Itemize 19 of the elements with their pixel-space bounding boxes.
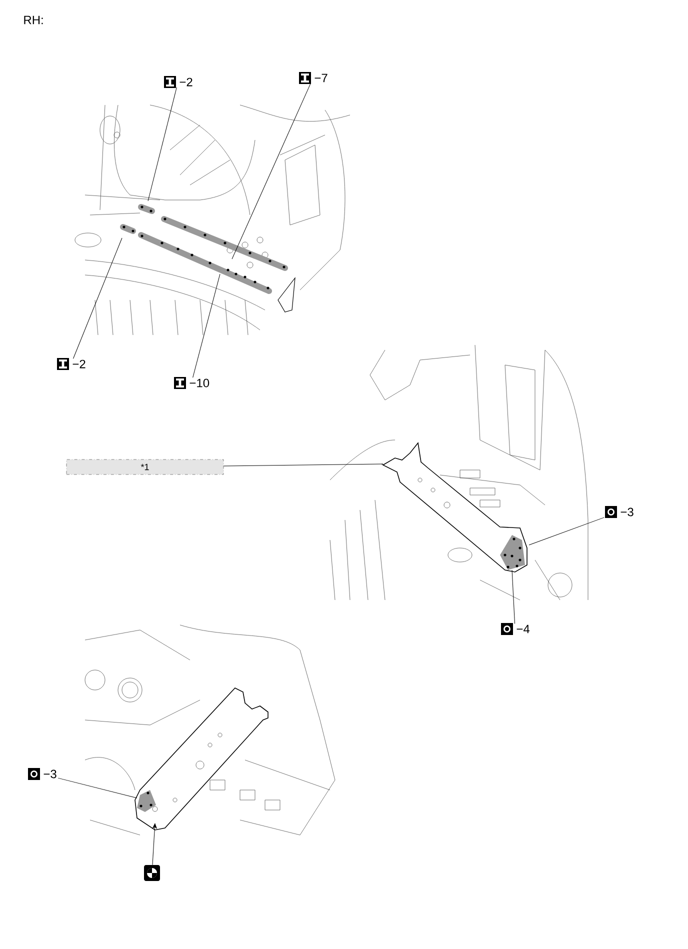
leader-line: [223, 464, 384, 466]
heading-label: RH:: [24, 16, 43, 24]
callout-number: −10: [190, 378, 210, 388]
note-box: *1: [66, 459, 224, 475]
leader-line: [148, 87, 177, 202]
leader-line: [192, 274, 220, 378]
leader-line: [72, 238, 122, 359]
callout-number: −3: [620, 508, 634, 516]
callout-number: −2: [72, 360, 86, 368]
callout-number: −7: [314, 74, 328, 82]
leader-line: [512, 570, 516, 624]
reference-point-icon: [144, 865, 160, 881]
callout-number: −3: [44, 770, 56, 778]
leader-line: [232, 83, 311, 260]
leader-line: [528, 517, 604, 546]
callout-number: −2: [180, 78, 192, 86]
leader-arrow: [152, 823, 157, 866]
callout-number: −4: [516, 624, 530, 634]
leader-line: [58, 778, 138, 798]
